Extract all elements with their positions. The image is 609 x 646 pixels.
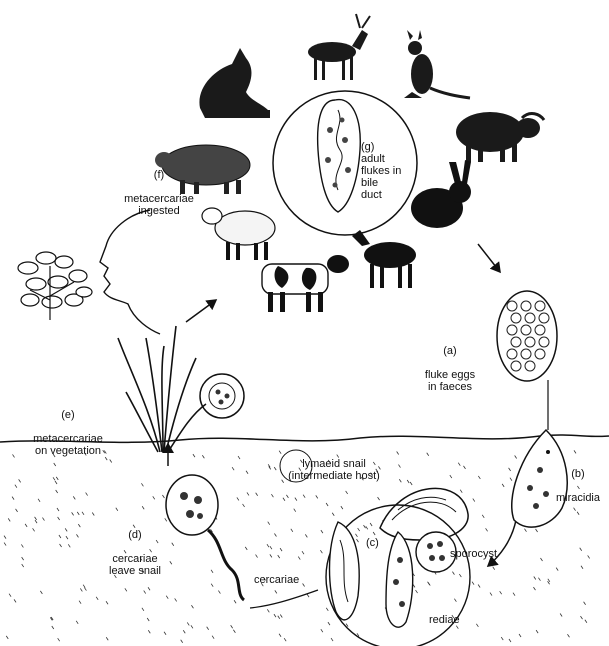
stage-a-letter: (a) — [443, 345, 456, 357]
buffalo-icon — [456, 112, 544, 162]
arrow-vegetation-to-hosts — [186, 300, 216, 322]
goat-icon — [352, 230, 416, 288]
stage-g-text: adult flukes in bile duct — [361, 153, 401, 201]
cercariae-label: cercariae — [254, 574, 299, 586]
redia — [386, 532, 413, 627]
kangaroo-icon — [404, 30, 470, 98]
fluke-egg — [497, 291, 557, 381]
deer-icon — [308, 14, 370, 80]
horse-icon — [199, 48, 270, 118]
snail-label: lymaeid snail (intermediate host) — [274, 458, 394, 482]
metacercaria-cyst — [200, 374, 244, 418]
stage-d-text: cercariae leave snail — [109, 553, 161, 577]
stage-e-text: metacercariae on vegetation — [33, 433, 103, 457]
sporocyst-label: sporocyst — [450, 548, 497, 560]
stage-g-label: (g) adult flukes in bile duct — [361, 129, 421, 201]
stage-b-label: (b) miracidia — [548, 456, 608, 504]
stage-e-label: (e) metacercariae on vegetation — [13, 397, 123, 457]
stage-f-text: metacercariae ingested — [124, 193, 194, 217]
rediae-label: rediae — [429, 614, 460, 626]
face-profile — [100, 210, 160, 334]
grass-icon — [118, 326, 206, 452]
stage-a-text: fluke eggs in faeces — [425, 369, 475, 393]
cercaria-in-snail — [330, 522, 360, 620]
arrow-host-to-eggs — [478, 244, 500, 272]
stage-c-letter: (c) — [366, 537, 379, 549]
stage-a-label: (a) fluke eggs in faeces — [418, 333, 482, 393]
arrow-rediae-to-cercariae — [250, 590, 318, 608]
stage-d-label: (d) cercariae leave snail — [90, 517, 180, 577]
stage-b-letter: (b) — [571, 468, 584, 480]
plant-icon — [18, 252, 92, 320]
stage-d-letter: (d) — [128, 529, 141, 541]
stage-b-text: miracidia — [556, 492, 600, 504]
stage-f-label: (f) metacercariae ingested — [99, 157, 219, 217]
stage-g-letter: (g) — [361, 141, 374, 153]
stage-f-letter: (f) — [154, 169, 164, 181]
cow-icon — [262, 255, 349, 312]
stage-e-letter: (e) — [61, 409, 74, 421]
